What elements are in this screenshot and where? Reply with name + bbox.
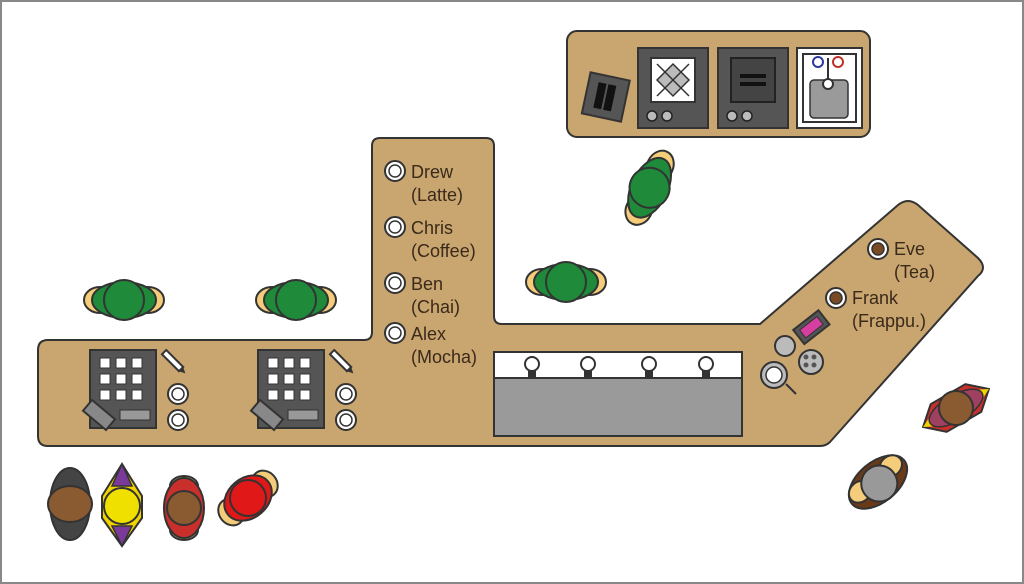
- ready-name: Eve: [894, 239, 925, 259]
- order-marker-icon: [384, 272, 406, 294]
- blender-icon: [791, 308, 831, 346]
- order-marker-icon: [384, 216, 406, 238]
- customer: [847, 454, 909, 510]
- order-queue: Drew (Latte) Chris (Coffee) Ben (Chai) A…: [384, 160, 477, 367]
- order-name: Ben: [411, 274, 443, 294]
- cup-icon: [825, 287, 847, 309]
- ready-drink: (Tea): [894, 262, 935, 282]
- order-drink: (Mocha): [411, 347, 477, 367]
- order-marker-icon: [384, 322, 406, 344]
- customer: [101, 462, 143, 548]
- ready-orders: Eve (Tea) Frank (Frappu.): [825, 238, 935, 331]
- order-drink: (Chai): [411, 297, 460, 317]
- dishwasher-icon: [717, 47, 789, 129]
- sink-icon: [796, 47, 863, 129]
- order-marker-icon: [384, 160, 406, 182]
- customer: [921, 383, 991, 433]
- oven-icon: [637, 47, 709, 129]
- order-name: Chris: [411, 218, 453, 238]
- order-item[interactable]: Chris (Coffee): [384, 216, 476, 261]
- order-name: Alex: [411, 324, 446, 344]
- ready-name: Frank: [852, 288, 899, 308]
- grinder-icon: [580, 71, 631, 123]
- order-drink: (Latte): [411, 185, 463, 205]
- order-item[interactable]: Ben (Chai): [384, 272, 460, 317]
- order-item[interactable]: Alex (Mocha): [384, 322, 477, 367]
- ready-drink: (Frappu.): [852, 311, 926, 331]
- customer: [217, 469, 279, 527]
- register-2[interactable]: [250, 348, 357, 432]
- order-name: Drew: [411, 162, 454, 182]
- order-drink: (Coffee): [411, 241, 476, 261]
- back-counter: [566, 30, 871, 138]
- customer: [47, 467, 93, 541]
- cup-icon: [867, 238, 889, 260]
- prep-sink: [493, 351, 743, 437]
- register-1[interactable]: [82, 348, 189, 432]
- ready-item[interactable]: Frank (Frappu.): [825, 287, 926, 331]
- customer: [163, 475, 205, 541]
- order-item[interactable]: Drew (Latte): [384, 160, 463, 205]
- ready-item[interactable]: Eve (Tea): [867, 238, 935, 282]
- spice-rack-icon: [798, 349, 824, 375]
- kettle-icon: [760, 335, 797, 395]
